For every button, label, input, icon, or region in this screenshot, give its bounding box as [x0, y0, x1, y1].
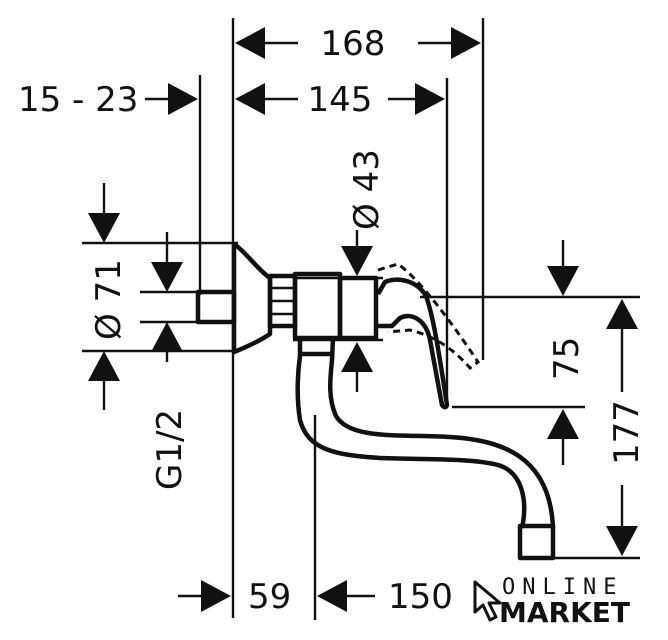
dimension-150: 150 [317, 577, 453, 617]
logo-bottom-text: MARKET [499, 596, 630, 629]
wall-connector [195, 289, 237, 325]
spout-outer [295, 338, 527, 529]
thread-label: G1/2 [150, 409, 190, 490]
cartridge-housing [337, 275, 379, 341]
dim-59-label: 59 [248, 577, 291, 617]
dimension-diameter-71: Ø 71 [88, 183, 129, 410]
dim-168-label: 168 [321, 24, 386, 64]
lever-handle [376, 277, 450, 410]
dim-15-23-label: 15 - 23 [18, 80, 138, 120]
dimension-145: 145 [235, 80, 445, 120]
dimension-diameter-43: Ø 43 [341, 149, 387, 392]
lever-alt-position [377, 262, 481, 371]
dimension-thread: G1/2 [150, 232, 190, 490]
dim-75-label: 75 [547, 337, 587, 380]
dimension-177: 177 [606, 299, 647, 556]
dim-71-label: Ø 71 [89, 259, 129, 340]
dim-145-label: 145 [308, 80, 373, 120]
dimension-168: 168 [235, 24, 481, 64]
onlinemarket-logo: ONLINE MARKET [473, 575, 630, 629]
faucet-drawing [195, 241, 556, 561]
dimension-75: 75 [547, 240, 587, 465]
aerator [517, 523, 556, 561]
dimension-15-23: 15 - 23 [18, 80, 198, 120]
cursor-arrow-icon [473, 580, 502, 622]
rosette [231, 241, 273, 355]
logo-top-text: ONLINE [502, 575, 623, 600]
dim-43-label: Ø 43 [347, 149, 387, 230]
dim-177-label: 177 [607, 400, 647, 465]
dimension-59: 59 [178, 577, 291, 617]
dim-150-label: 150 [388, 577, 453, 617]
mixer-body [292, 271, 343, 341]
spout-inner [328, 337, 556, 529]
